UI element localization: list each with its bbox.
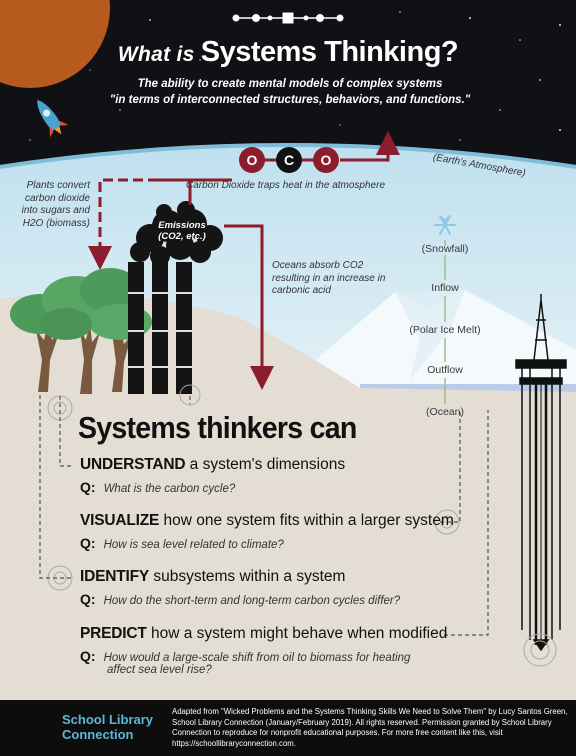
smokestacks (128, 201, 223, 394)
plants-caption: Plants convert carbon dioxide into sugar… (21, 180, 90, 229)
title-lead: What is (117, 43, 201, 66)
item-verb: IDENTIFY (80, 568, 150, 585)
q-label: Q: (80, 591, 96, 607)
polar-ice-label: (Polar Ice Melt) (409, 324, 481, 336)
q-label: Q: (80, 535, 96, 551)
item-verb: VISUALIZE (80, 512, 160, 529)
snowflake-icon (434, 215, 456, 235)
ocean-arrow (224, 224, 274, 390)
item-understand: UNDERSTAND a system's dimensions Q: What … (80, 456, 460, 495)
title-main: Systems Thinking? (200, 36, 459, 68)
question-text: How is sea level related to climate? (103, 539, 284, 551)
header-ornament (232, 12, 344, 24)
co2-molecule (239, 147, 339, 173)
item-text: a system's dimensions (185, 456, 346, 473)
item-text: how one system fits within a larger syst… (159, 512, 454, 529)
outflow-label: Outflow (427, 364, 463, 376)
question-text: What is the carbon cycle? (103, 483, 236, 495)
question-text-cont: affect sea level rise? (107, 664, 212, 676)
subtitle: The ability to create mental models of c… (40, 76, 540, 108)
plants-arrow (88, 178, 158, 270)
question-text: How would a large-scale shift from oil t… (103, 652, 411, 664)
co2-letter-o2: O (320, 152, 332, 168)
footer-logo[interactable]: School Library Connection (62, 712, 153, 742)
atmosphere-edge (0, 143, 576, 169)
planet-icon (0, 0, 110, 88)
q-label: Q: (80, 648, 96, 664)
item-text: subsystems within a system (149, 568, 346, 585)
oil-rig-icon (515, 294, 567, 652)
trees (10, 268, 152, 394)
rocket-icon (37, 99, 69, 138)
co2-letter-o1: O (246, 152, 258, 168)
red-arrows (88, 131, 400, 390)
page-title: What is Systems Thinking? (0, 36, 576, 69)
inflow-label: Inflow (431, 282, 459, 294)
stars (29, 11, 561, 141)
item-text: how a system might behave when modified (146, 625, 448, 642)
item-verb: PREDICT (80, 625, 147, 642)
item-identify: IDENTIFY subsystems within a system Q: Ho… (80, 568, 460, 607)
item-verb: UNDERSTAND (80, 456, 186, 473)
question-text: How do the short-term and long-term carb… (103, 595, 401, 607)
item-visualize: VISUALIZE how one system fits within a l… (80, 512, 460, 551)
footer-credit: Adapted from "Wicked Problems and the Sy… (172, 707, 568, 748)
snowfall-label: (Snowfall) (421, 243, 469, 255)
ground (0, 294, 576, 700)
emissions-cloud (130, 201, 223, 266)
logo-line-2: Connection (62, 727, 134, 742)
dashed-connectors (39, 395, 489, 636)
emissions-label: Emissions (CO2, etc.) (158, 220, 206, 242)
co2-caption: Carbon Dioxide traps heat in the atmosph… (186, 180, 386, 191)
ice-mountain (290, 290, 576, 392)
logo-line-1: School Library (62, 712, 154, 727)
co2-letter-c: C (283, 152, 295, 168)
subtitle-line-2: "in terms of interconnected structures, … (109, 94, 471, 106)
ocean-label: (Ocean) (426, 406, 464, 418)
footer: School Library Connection Adapted from "… (0, 700, 576, 756)
q-label: Q: (80, 479, 96, 495)
item-predict: PREDICT how a system might behave when m… (80, 625, 460, 676)
section-heading: Systems thinkers can (78, 410, 357, 445)
subtitle-line-1: The ability to create mental models of c… (137, 78, 443, 90)
oceans-caption: Oceans absorb CO2 resulting in an increa… (272, 260, 386, 296)
